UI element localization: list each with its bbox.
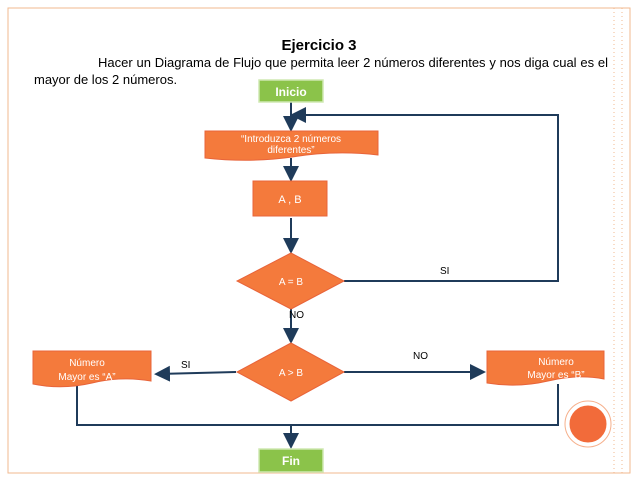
output-a-label-line2: Mayor es “A”	[58, 372, 115, 383]
process-label: A , B	[278, 194, 301, 206]
accent-circle	[566, 402, 610, 446]
process-box	[252, 180, 328, 217]
connector-decision2-out-a	[154, 365, 237, 382]
output-a-document-shape	[32, 350, 152, 388]
page-title: Ejercicio 3	[281, 37, 357, 54]
output-a-label-line1: Número	[69, 358, 105, 369]
decision-equal-label: A = B	[279, 277, 304, 288]
start-label: Inicio	[275, 85, 306, 99]
decision-greater-yes-label: SI	[181, 360, 190, 371]
end-label: Fin	[282, 454, 300, 468]
decision-equal-shape	[235, 252, 346, 310]
decision-equal-yes-label: SI	[440, 266, 449, 277]
end-terminal	[258, 448, 324, 473]
decision-equal-no-label: NO	[289, 310, 304, 321]
input-label-line2: diferentes”	[267, 145, 314, 156]
loop-back-connector	[344, 114, 559, 282]
exercise-description: Hacer un Diagrama de Flujo que permita l…	[34, 55, 608, 87]
decision-greater-no-label: NO	[413, 351, 428, 362]
output-b-document-shape	[486, 350, 605, 386]
merge-connector	[76, 384, 559, 426]
start-terminal	[258, 79, 324, 103]
decision-greater-shape	[235, 342, 346, 402]
output-b-label-line1: Número	[538, 357, 574, 368]
input-document-shape	[204, 130, 379, 161]
decision-greater-label: A > B	[279, 368, 304, 379]
input-label-line1: “Introduzca 2 números	[241, 134, 341, 145]
output-b-label-line2: Mayor es “B”	[527, 370, 584, 381]
